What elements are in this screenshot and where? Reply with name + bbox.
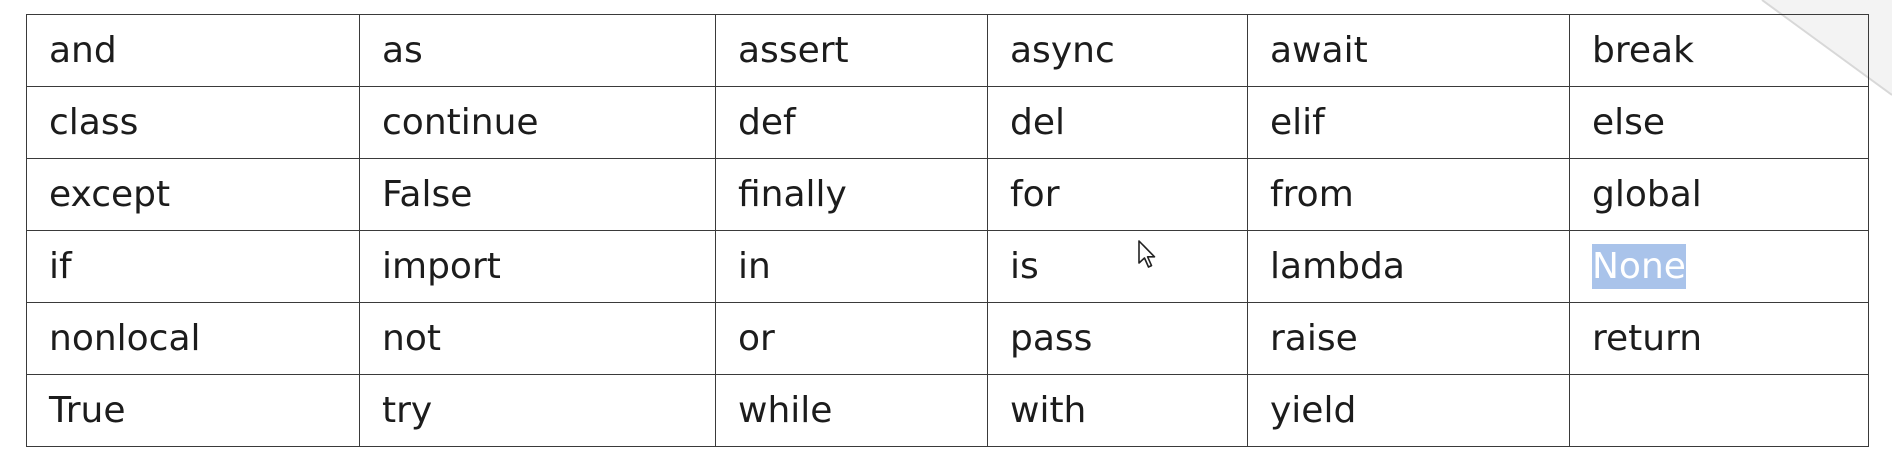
keyword: or <box>738 318 775 359</box>
keyword: if <box>49 246 72 287</box>
table-cell[interactable]: assert <box>715 14 988 87</box>
keyword: continue <box>382 102 539 143</box>
keyword: not <box>382 318 441 359</box>
table-row: True try while with yield <box>26 374 1869 447</box>
keyword: try <box>382 390 433 431</box>
keyword: return <box>1592 318 1703 359</box>
table-cell[interactable]: elif <box>1247 86 1570 159</box>
table-row: nonlocal not or pass raise return <box>26 302 1869 375</box>
keyword: def <box>738 102 796 143</box>
table-cell[interactable]: del <box>987 86 1248 159</box>
table-cell[interactable]: is <box>987 230 1248 303</box>
table-cell[interactable]: with <box>987 374 1248 447</box>
keyword: pass <box>1010 318 1093 359</box>
table-row: except False finally for from global <box>26 158 1869 231</box>
keyword: from <box>1270 174 1354 215</box>
table-cell[interactable]: except <box>26 158 360 231</box>
keyword: import <box>382 246 501 287</box>
keyword: True <box>49 390 126 431</box>
table-cell[interactable]: not <box>359 302 716 375</box>
table-cell[interactable]: def <box>715 86 988 159</box>
table-cell[interactable]: await <box>1247 14 1570 87</box>
keyword: del <box>1010 102 1066 143</box>
table-cell[interactable]: if <box>26 230 360 303</box>
table-cell[interactable]: pass <box>987 302 1248 375</box>
keyword: in <box>738 246 771 287</box>
table-cell[interactable]: and <box>26 14 360 87</box>
keyword: and <box>49 30 117 71</box>
mouse-cursor-icon <box>1138 240 1156 268</box>
table-cell[interactable]: return <box>1569 302 1869 375</box>
table-cell[interactable]: as <box>359 14 716 87</box>
table-cell-empty[interactable] <box>1569 374 1869 447</box>
table-cell[interactable]: lambda <box>1247 230 1570 303</box>
table-cell[interactable]: try <box>359 374 716 447</box>
table-cell[interactable]: class <box>26 86 360 159</box>
keyword: yield <box>1270 390 1357 431</box>
table-cell[interactable]: False <box>359 158 716 231</box>
table-cell[interactable]: async <box>987 14 1248 87</box>
table-cell[interactable]: yield <box>1247 374 1570 447</box>
table-cell[interactable]: while <box>715 374 988 447</box>
keyword: is <box>1010 246 1039 287</box>
keyword: break <box>1592 30 1694 71</box>
keyword: for <box>1010 174 1060 215</box>
keyword: elif <box>1270 102 1325 143</box>
keyword: except <box>49 174 171 215</box>
python-keywords-table: and as assert async await break class co… <box>26 14 1869 447</box>
keyword: lambda <box>1270 246 1405 287</box>
table-cell[interactable]: from <box>1247 158 1570 231</box>
table-cell[interactable]: or <box>715 302 988 375</box>
keyword: with <box>1010 390 1087 431</box>
table-row: and as assert async await break <box>26 14 1869 87</box>
keyword: while <box>738 390 833 431</box>
selected-keyword[interactable]: None <box>1592 244 1686 289</box>
keyword: nonlocal <box>49 318 201 359</box>
table-cell[interactable]: raise <box>1247 302 1570 375</box>
table-cell[interactable]: finally <box>715 158 988 231</box>
table-cell[interactable]: None <box>1569 230 1869 303</box>
keyword: await <box>1270 30 1368 71</box>
table-cell[interactable]: else <box>1569 86 1869 159</box>
table-cell[interactable]: global <box>1569 158 1869 231</box>
table-cell[interactable]: nonlocal <box>26 302 360 375</box>
keyword: else <box>1592 102 1666 143</box>
keyword: global <box>1592 174 1702 215</box>
keyword: as <box>382 30 423 71</box>
keyword: assert <box>738 30 849 71</box>
table-cell[interactable]: break <box>1569 14 1869 87</box>
keyword: finally <box>738 174 847 215</box>
table-row: class continue def del elif else <box>26 86 1869 159</box>
table-cell[interactable]: in <box>715 230 988 303</box>
keyword: False <box>382 174 473 215</box>
table-cell[interactable]: continue <box>359 86 716 159</box>
keyword: async <box>1010 30 1115 71</box>
keyword: class <box>49 102 139 143</box>
table-row: if import in is lambda None <box>26 230 1869 303</box>
table-cell[interactable]: True <box>26 374 360 447</box>
keyword: raise <box>1270 318 1358 359</box>
table-cell[interactable]: import <box>359 230 716 303</box>
table-cell[interactable]: for <box>987 158 1248 231</box>
